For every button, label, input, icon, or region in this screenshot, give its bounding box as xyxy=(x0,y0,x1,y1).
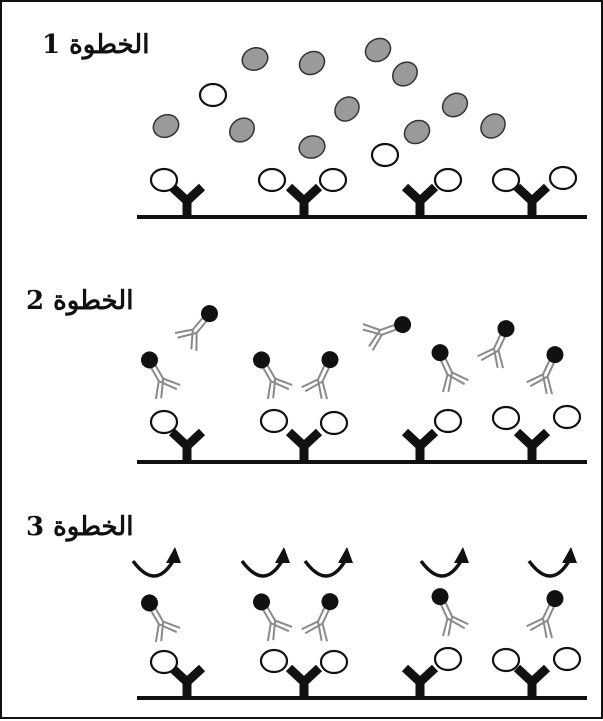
grey-particle-icon xyxy=(298,50,326,76)
grey-particle-icon xyxy=(364,37,392,63)
capture-antibody-icon xyxy=(401,428,439,462)
grey-particle-icon xyxy=(298,135,326,159)
grey-particle-icon xyxy=(441,92,469,118)
wash-arrow-icon xyxy=(419,547,469,578)
antigen-icon xyxy=(491,647,521,673)
wash-arrow-icon xyxy=(131,547,181,578)
antigen-icon xyxy=(257,167,287,193)
labeled-antibody-icon xyxy=(431,344,469,393)
grey-particle-icon xyxy=(229,117,255,143)
capture-antibody-icon xyxy=(401,183,439,217)
capture-antibody-icon xyxy=(168,183,206,217)
antigen-icon xyxy=(149,167,179,193)
step-3-label: الخطوة 3 xyxy=(26,512,134,542)
grey-particle-icon xyxy=(480,113,506,139)
step-2-label: الخطوة 2 xyxy=(26,286,134,316)
capture-antibody-icon xyxy=(285,183,323,217)
antigen-icon xyxy=(491,405,521,431)
capture-antibody-icon xyxy=(168,664,206,698)
wash-arrow-icon xyxy=(303,547,353,578)
labeled-antibody-icon xyxy=(141,594,181,643)
labeled-antibody-icon xyxy=(301,351,339,400)
capture-antibody-icon xyxy=(513,664,551,698)
wash-arrow-icon xyxy=(527,547,577,578)
labeled-antibody-icon xyxy=(431,588,469,637)
capture-antibody-icon xyxy=(401,664,439,698)
antigen-icon xyxy=(259,408,289,434)
antigen-icon xyxy=(370,142,400,168)
antigen-icon xyxy=(149,649,179,675)
capture-antibody-icon xyxy=(513,183,551,217)
antigen-icon xyxy=(433,408,463,434)
labeled-antibody-icon xyxy=(253,351,293,400)
antigen-icon xyxy=(548,165,578,191)
labeled-antibody-icon xyxy=(253,593,293,642)
labeled-antibody-icon xyxy=(526,346,564,395)
capture-antibody-icon xyxy=(168,428,206,462)
antigen-icon xyxy=(319,410,349,436)
grey-particle-icon xyxy=(403,119,431,145)
antigen-icon xyxy=(552,404,582,430)
antigen-icon xyxy=(149,409,179,435)
labeled-antibody-icon xyxy=(141,351,181,400)
step-1-label: الخطوة 1 xyxy=(42,30,150,60)
antigen-icon xyxy=(433,167,463,193)
grey-particle-icon xyxy=(334,96,360,122)
labeled-antibody-icon xyxy=(174,305,218,351)
antigen-icon xyxy=(552,646,582,672)
labeled-antibody-icon xyxy=(301,593,339,642)
grey-particle-icon xyxy=(392,61,418,87)
antigen-icon xyxy=(198,82,228,108)
grey-particle-icon xyxy=(241,46,269,72)
antigen-icon xyxy=(319,649,349,675)
antigen-icon xyxy=(433,646,463,672)
labeled-antibody-icon xyxy=(477,320,515,369)
labeled-antibody-icon xyxy=(526,590,564,639)
labeled-antibody-icon xyxy=(362,316,412,351)
antigen-icon xyxy=(491,167,521,193)
antigen-icon xyxy=(259,648,289,674)
capture-antibody-icon xyxy=(285,428,323,462)
antigen-icon xyxy=(318,167,348,193)
wash-arrow-icon xyxy=(240,547,290,578)
grey-particle-icon xyxy=(152,113,180,139)
capture-antibody-icon xyxy=(513,428,551,462)
capture-antibody-icon xyxy=(285,664,323,698)
